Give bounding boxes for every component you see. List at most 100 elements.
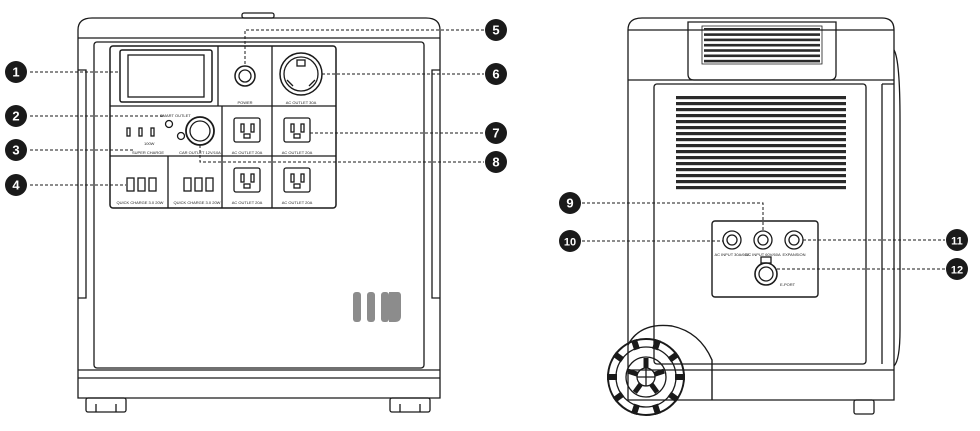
handle-grip-slot xyxy=(704,28,820,31)
front-foot-left xyxy=(85,397,127,413)
vent-slot xyxy=(676,102,846,106)
ac-outlet-20a-mid xyxy=(283,117,311,143)
wheel-spoke xyxy=(627,368,639,377)
svg-text:9: 9 xyxy=(566,196,573,211)
rear-body-outline xyxy=(627,17,895,401)
handle-grip-slot xyxy=(704,38,820,42)
label-100w: 100W xyxy=(144,141,155,146)
usb-ports-1 xyxy=(126,177,157,192)
callout-3: 3 xyxy=(5,139,27,161)
rear-handle xyxy=(687,21,837,81)
control-panel xyxy=(109,45,337,209)
callout-12: 12 xyxy=(946,258,968,280)
label-expansion: EXPANSION xyxy=(782,252,805,257)
svg-text:2: 2 xyxy=(12,109,19,124)
ac-outlet-20a-bot xyxy=(233,167,261,193)
label-eport: E-PORT xyxy=(780,282,796,287)
label-dc-input: DC INPUT 60V/60A xyxy=(745,252,781,257)
vent-slot xyxy=(676,114,846,118)
wheel-spoke xyxy=(653,368,665,377)
front-labels: POWER AC OUTLET 30A SMART OUTLET 100W SU… xyxy=(117,100,317,205)
power-button xyxy=(234,65,256,87)
svg-text:3: 3 xyxy=(12,143,19,158)
handle-grip-slot xyxy=(704,33,820,36)
callout-7: 7 xyxy=(485,122,507,144)
callout-11: 11 xyxy=(946,229,968,251)
wheel-spoke xyxy=(632,382,643,394)
label-power: POWER xyxy=(237,100,252,105)
callouts: 1 2 3 4 5 6 7 8 9 10 11 12 xyxy=(5,19,968,280)
callout-8: 8 xyxy=(485,151,507,173)
label-ac-outlet-20a-bot2: AC OUTLET 20A xyxy=(282,200,313,205)
label-ac-outlet-20a-bot: AC OUTLET 20A xyxy=(232,200,263,205)
callout-4: 4 xyxy=(5,174,27,196)
status-led-2 xyxy=(176,131,186,141)
label-smart-outlet: SMART OUTLET xyxy=(160,113,191,118)
vent-slot xyxy=(676,174,846,178)
port-panel xyxy=(711,220,819,298)
vent-slot xyxy=(676,144,846,148)
tread-block xyxy=(612,391,625,403)
tread-block xyxy=(667,351,680,363)
label-quick-charge-2: QUICK CHARGE 3.0 20W xyxy=(174,200,221,205)
vent-slot xyxy=(676,168,846,172)
tread-block xyxy=(652,403,661,416)
handle-grip-slot xyxy=(704,49,820,52)
label-quick-charge-1: QUICK CHARGE 3.0 20W xyxy=(117,200,164,205)
front-view xyxy=(77,12,441,413)
label-ac-outlet-20a-mid: AC OUTLET 20A xyxy=(282,150,313,155)
vent-slot xyxy=(676,108,846,112)
label-super-charge: SUPER CHARGE xyxy=(132,150,164,155)
ac-input-port xyxy=(722,230,742,250)
label-ac-outlet-30a: AC OUTLET 30A xyxy=(286,100,317,105)
eport-tab xyxy=(760,256,772,264)
front-leaders xyxy=(30,29,484,186)
ac-outlet-20a-top xyxy=(233,117,261,143)
svg-text:11: 11 xyxy=(951,236,963,248)
svg-text:6: 6 xyxy=(492,67,499,82)
vent-slot xyxy=(676,132,846,136)
front-body-outline xyxy=(77,17,441,399)
svg-text:7: 7 xyxy=(492,126,499,141)
handle-grip-slot xyxy=(704,43,820,47)
wheel-spoke xyxy=(643,358,649,368)
handle-grip-slot xyxy=(704,54,820,58)
front-foot-right xyxy=(389,397,431,413)
rear-labels: AC INPUT 30A/60A DC INPUT 60V/60A EXPANS… xyxy=(714,252,805,287)
dc-input-port xyxy=(753,230,773,250)
tread-block xyxy=(652,338,661,351)
ac-outlet-30a xyxy=(279,52,323,96)
svg-text:5: 5 xyxy=(492,23,499,38)
svg-text:10: 10 xyxy=(564,237,576,249)
vent-slot xyxy=(676,180,846,184)
front-handle-top xyxy=(241,12,275,19)
svg-text:12: 12 xyxy=(951,265,963,277)
eport-port xyxy=(754,262,778,286)
wheel-spoke xyxy=(649,382,660,394)
callout-10: 10 xyxy=(559,230,581,252)
tread-block xyxy=(631,403,640,416)
label-ac-outlet-20a-top: AC OUTLET 20A xyxy=(232,150,263,155)
callout-9: 9 xyxy=(559,192,581,214)
expansion-port xyxy=(784,230,804,250)
vent-slot xyxy=(676,186,846,190)
vent-slot xyxy=(676,120,846,124)
usb-ports-2 xyxy=(183,177,214,192)
status-led-1 xyxy=(164,119,174,129)
label-ac-input: AC INPUT 30A/60A xyxy=(714,252,749,257)
vent-slot xyxy=(676,96,846,100)
vent-slot xyxy=(676,126,846,130)
callout-2: 2 xyxy=(5,105,27,127)
tread-block xyxy=(675,374,685,380)
ac-outlet-20a-bot2 xyxy=(283,167,311,193)
rear-foot xyxy=(853,399,875,415)
rear-face xyxy=(653,83,867,365)
tread-block xyxy=(607,374,617,380)
tread-block xyxy=(667,391,680,403)
svg-text:4: 4 xyxy=(12,178,20,193)
wheel-tread xyxy=(607,338,685,416)
callout-1: 1 xyxy=(5,61,27,83)
tread-block xyxy=(631,338,640,351)
front-face xyxy=(93,41,425,369)
